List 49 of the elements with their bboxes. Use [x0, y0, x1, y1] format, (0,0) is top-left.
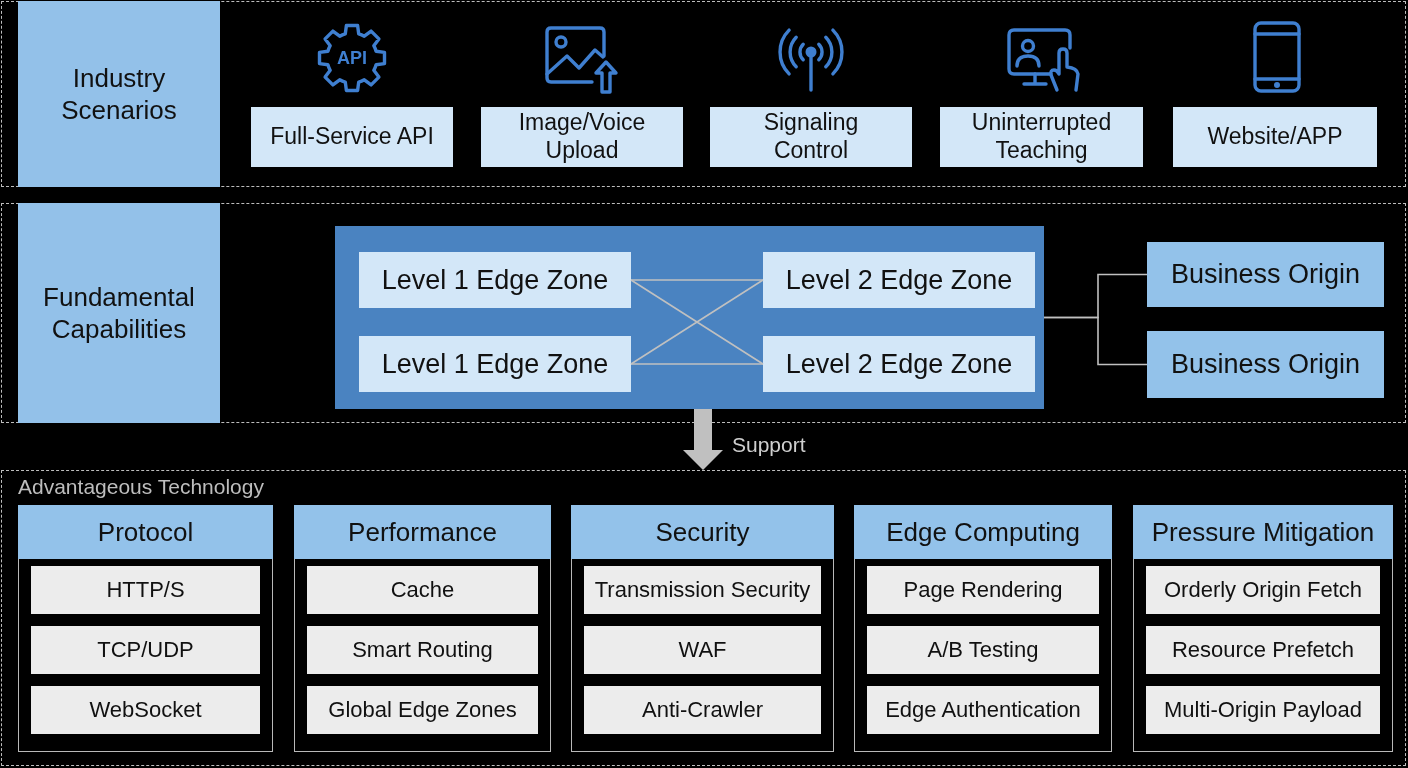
- column-header: Protocol: [18, 505, 273, 559]
- category-column: [854, 505, 1112, 752]
- column-header: Pressure Mitigation: [1133, 505, 1393, 559]
- layer-band: [1, 203, 1406, 423]
- edge-network-panel: [335, 226, 1044, 409]
- crossed-connector: [630, 279, 764, 365]
- category-column: [18, 505, 273, 752]
- icon-text: API: [337, 49, 367, 67]
- scenario-box: Full-Service API: [251, 107, 453, 167]
- feature-box: Orderly Origin Fetch: [1146, 566, 1380, 614]
- edge-zone-box: Level 1 Edge Zone: [359, 252, 631, 308]
- connector-line: [630, 363, 764, 365]
- feature-box: Smart Routing: [307, 626, 538, 674]
- layer-title: Advantageous Technology: [18, 475, 264, 499]
- connector-line: [1043, 316, 1148, 366]
- feature-box: Edge Authentication: [867, 686, 1099, 734]
- feature-box: Page Rendering: [867, 566, 1099, 614]
- scenario-box: Signaling Control: [710, 107, 912, 167]
- edge-zone-box: Level 1 Edge Zone: [359, 336, 631, 392]
- column-header: Security: [571, 505, 834, 559]
- feature-box: Resource Prefetch: [1146, 626, 1380, 674]
- layer-band: [1, 470, 1406, 766]
- feature-box: A/B Testing: [867, 626, 1099, 674]
- edge-zone-box: Level 2 Edge Zone: [763, 336, 1035, 392]
- feature-box: HTTP/S: [31, 566, 260, 614]
- scenario-box: Website/APP: [1173, 107, 1377, 167]
- layer-band: [1, 1, 1406, 187]
- origin-box: Business Origin: [1147, 331, 1384, 398]
- category-column: [571, 505, 834, 752]
- feature-box: Global Edge Zones: [307, 686, 538, 734]
- layer-label: Industry Scenarios: [18, 1, 220, 187]
- feature-box: Cache: [307, 566, 538, 614]
- edge-zone-box: Level 2 Edge Zone: [763, 252, 1035, 308]
- feature-box: TCP/UDP: [31, 626, 260, 674]
- origin-box: Business Origin: [1147, 242, 1384, 307]
- category-column: [294, 505, 551, 752]
- feature-box: WAF: [584, 626, 821, 674]
- feature-box: Transmission Security: [584, 566, 821, 614]
- connector-line: [630, 279, 764, 281]
- block-arrow: [683, 409, 723, 470]
- category-column: [1133, 505, 1393, 752]
- column-header: Performance: [294, 505, 551, 559]
- layer-label: Fundamental Capabilities: [18, 203, 220, 423]
- feature-box: WebSocket: [31, 686, 260, 734]
- feature-box: Anti-Crawler: [584, 686, 821, 734]
- scenario-box: Image/Voice Upload: [481, 107, 683, 167]
- feature-box: Multi-Origin Payload: [1146, 686, 1380, 734]
- scenario-box: Uninterrupted Teaching: [940, 107, 1143, 167]
- column-header: Edge Computing: [854, 505, 1112, 559]
